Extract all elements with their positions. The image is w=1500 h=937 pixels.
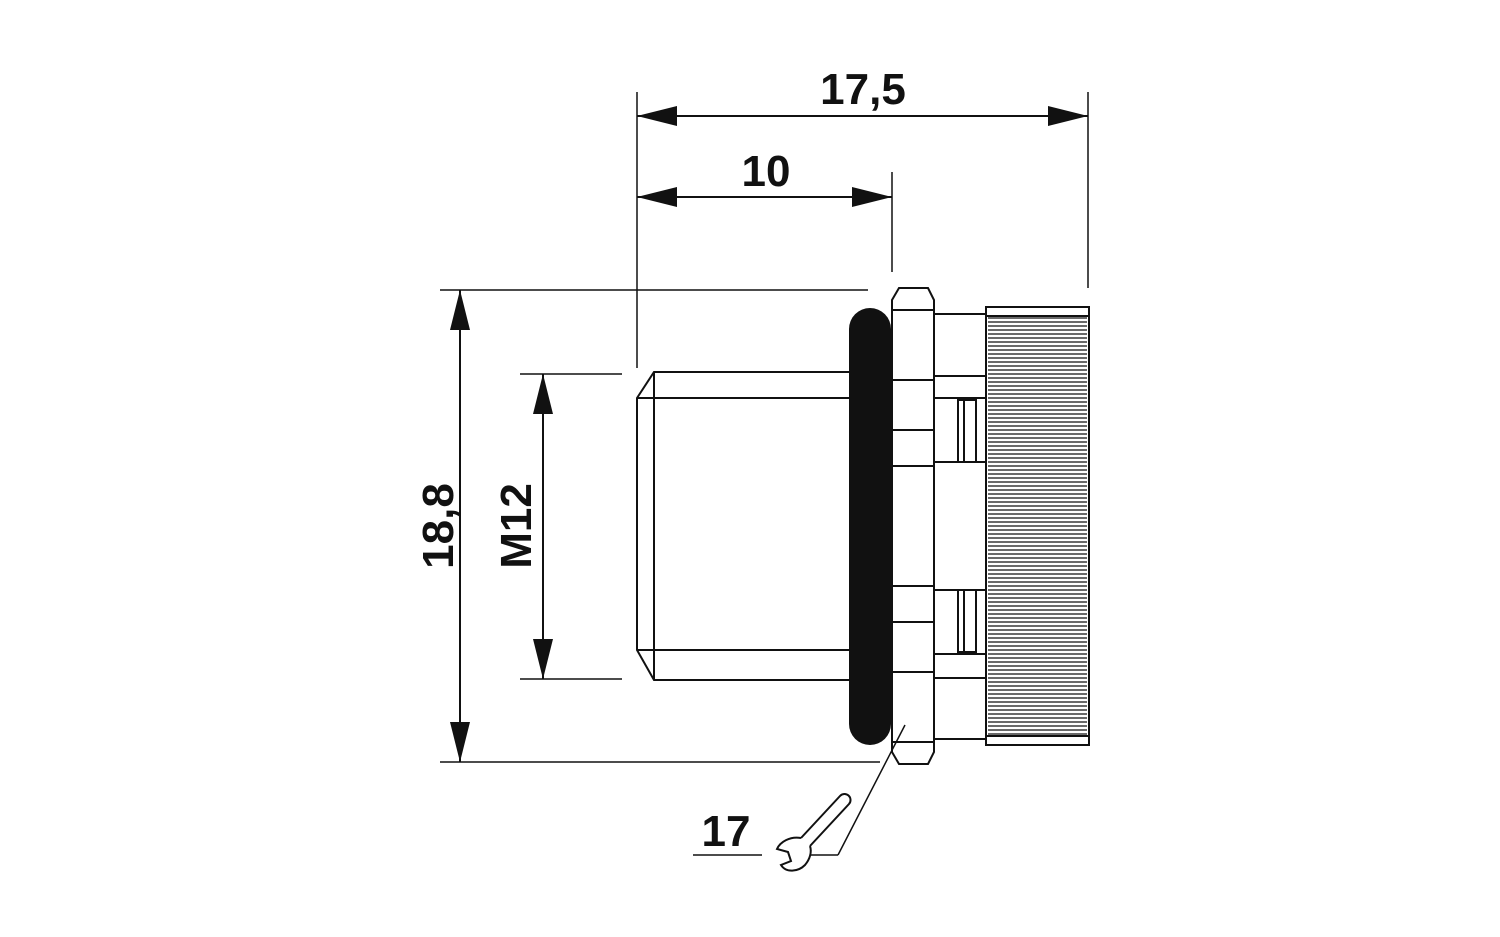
hex-nut — [891, 287, 935, 765]
o-ring-seal — [849, 308, 891, 745]
thread-length-label: 10 — [742, 147, 791, 196]
dimension-overall-length: 17,5 — [637, 65, 1088, 126]
dimension-overall-height: 18,8 — [414, 290, 470, 762]
wrench-annotation: 17 — [693, 724, 906, 872]
housing-shoulder — [933, 313, 987, 740]
threaded-body — [636, 371, 857, 681]
thread-size-label: M12 — [492, 483, 541, 569]
overall-height-label: 18,8 — [414, 483, 463, 569]
dimension-thread-length: 10 — [637, 147, 892, 207]
wrench-size-label: 17 — [702, 807, 751, 856]
overall-length-label: 17,5 — [820, 65, 906, 114]
knurled-cap — [985, 306, 1090, 746]
extension-lines — [440, 92, 1089, 763]
open-end-wrench-icon — [775, 793, 852, 872]
dimension-thread-size: M12 — [492, 374, 553, 679]
